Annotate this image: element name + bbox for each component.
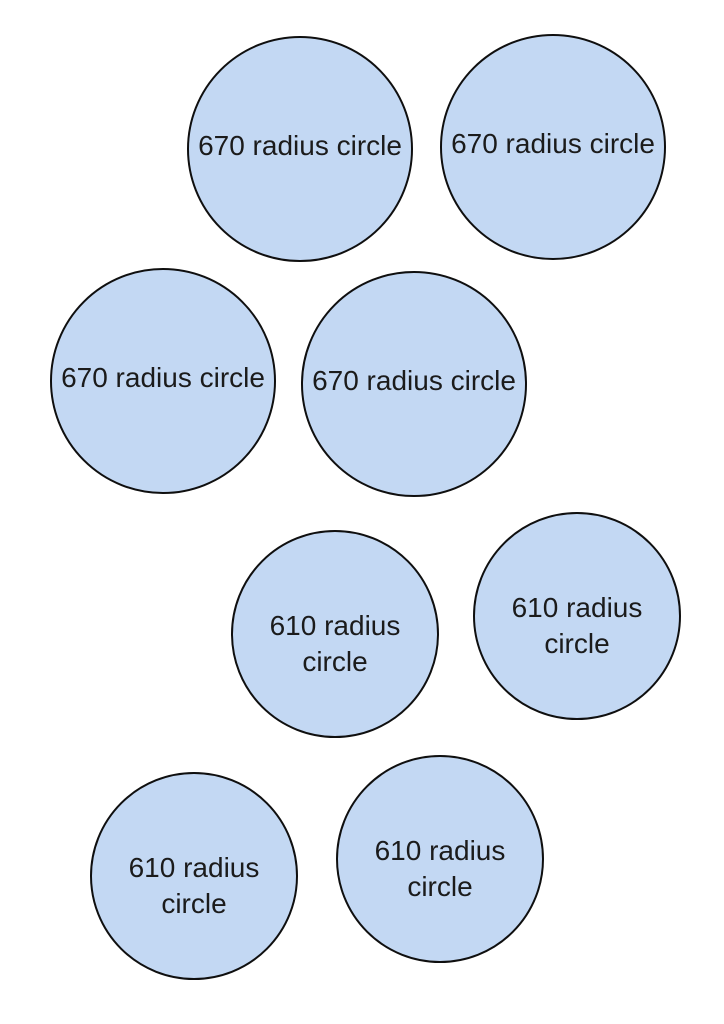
circle-label: 610 radius circle xyxy=(128,851,260,919)
circle-label: 610 radius circle xyxy=(511,591,643,659)
circle-label: 670 radius circle xyxy=(198,129,402,161)
circle-label: 670 radius circle xyxy=(312,364,516,396)
circle-610-upper-left[interactable]: 610 radius circle xyxy=(231,530,439,738)
circle-670-mid-right[interactable]: 670 radius circle xyxy=(301,271,527,497)
circle-label: 670 radius circle xyxy=(451,127,655,159)
circle-670-top-right[interactable]: 670 radius circle xyxy=(440,34,666,260)
circle-610-lower-left[interactable]: 610 radius circle xyxy=(90,772,298,980)
circle-610-upper-right[interactable]: 610 radius circle xyxy=(473,512,681,720)
circle-610-lower-right[interactable]: 610 radius circle xyxy=(336,755,544,963)
circle-label: 670 radius circle xyxy=(61,361,265,393)
circle-670-mid-left[interactable]: 670 radius circle xyxy=(50,268,276,494)
circle-label: 610 radius circle xyxy=(374,834,506,902)
circle-label: 610 radius circle xyxy=(269,609,401,677)
circle-670-top-left[interactable]: 670 radius circle xyxy=(187,36,413,262)
